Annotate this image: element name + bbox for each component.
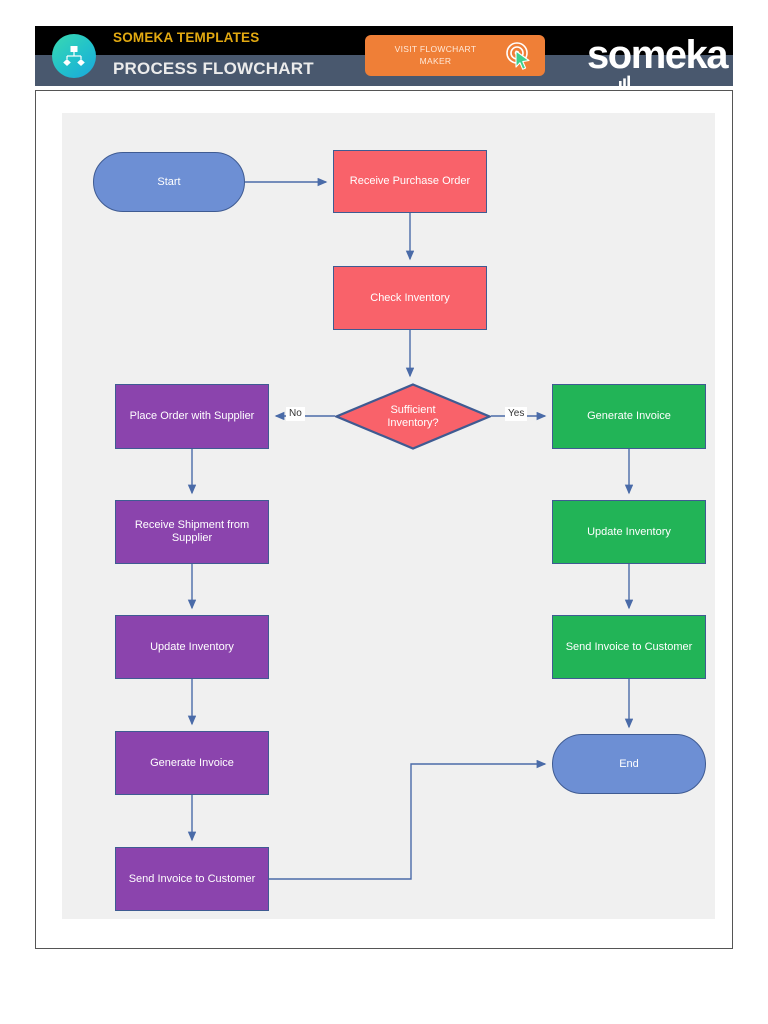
node-generate-invoice-left[interactable]: Generate Invoice [115,731,269,795]
node-label: Update Inventory [150,640,234,653]
node-label: Check Inventory [370,291,450,304]
cta-label: VISIT FLOWCHART MAKER [373,43,498,67]
node-check-inventory[interactable]: Check Inventory [333,266,487,330]
node-receive-purchase-order[interactable]: Receive Purchase Order [333,150,487,213]
node-label: Send Invoice to Customer [565,640,693,653]
diamond-shape [335,383,491,450]
node-send-invoice-to-customer-right[interactable]: Send Invoice to Customer [552,615,706,679]
visit-flowchart-maker-button[interactable]: VISIT FLOWCHART MAKER [365,35,545,76]
cta-label-line1: VISIT FLOWCHART [394,44,477,54]
someka-brand-logo: someka [587,31,728,86]
node-label: Generate Invoice [587,410,671,422]
brand-text: someka [587,33,728,77]
node-label: Receive Purchase Order [349,175,471,187]
node-label: Place Order with Supplier [129,410,255,422]
node-generate-invoice-right[interactable]: Generate Invoice [552,384,706,449]
node-label: End [619,757,639,770]
click-cursor-icon [503,41,535,71]
node-update-inventory-left[interactable]: Update Inventory [115,615,269,679]
node-end[interactable]: End [552,734,706,794]
edge-label-no: No [286,407,305,421]
org-chart-icon [52,34,96,78]
node-label: Send Invoice to Customer [128,872,256,885]
node-label: Update Inventory [587,525,671,538]
node-send-invoice-to-customer-left[interactable]: Send Invoice to Customer [115,847,269,911]
node-label: Receive Shipment from Supplier [134,519,250,544]
edge-label-yes: Yes [505,407,528,421]
app-header: SOMEKA TEMPLATES PROCESS FLOWCHART VISIT… [35,26,733,86]
bar-chart-icon [618,49,631,86]
header-eyebrow: SOMEKA TEMPLATES [113,30,260,45]
node-place-order-with-supplier[interactable]: Place Order with Supplier [115,384,269,449]
page-title: PROCESS FLOWCHART [113,59,314,78]
node-update-inventory-right[interactable]: Update Inventory [552,500,706,564]
node-receive-shipment-from-supplier[interactable]: Receive Shipment from Supplier [115,500,269,564]
node-start[interactable]: Start [93,152,245,212]
node-label: Start [157,175,181,188]
cta-label-line2: MAKER [419,56,452,66]
node-label: Generate Invoice [150,756,234,769]
